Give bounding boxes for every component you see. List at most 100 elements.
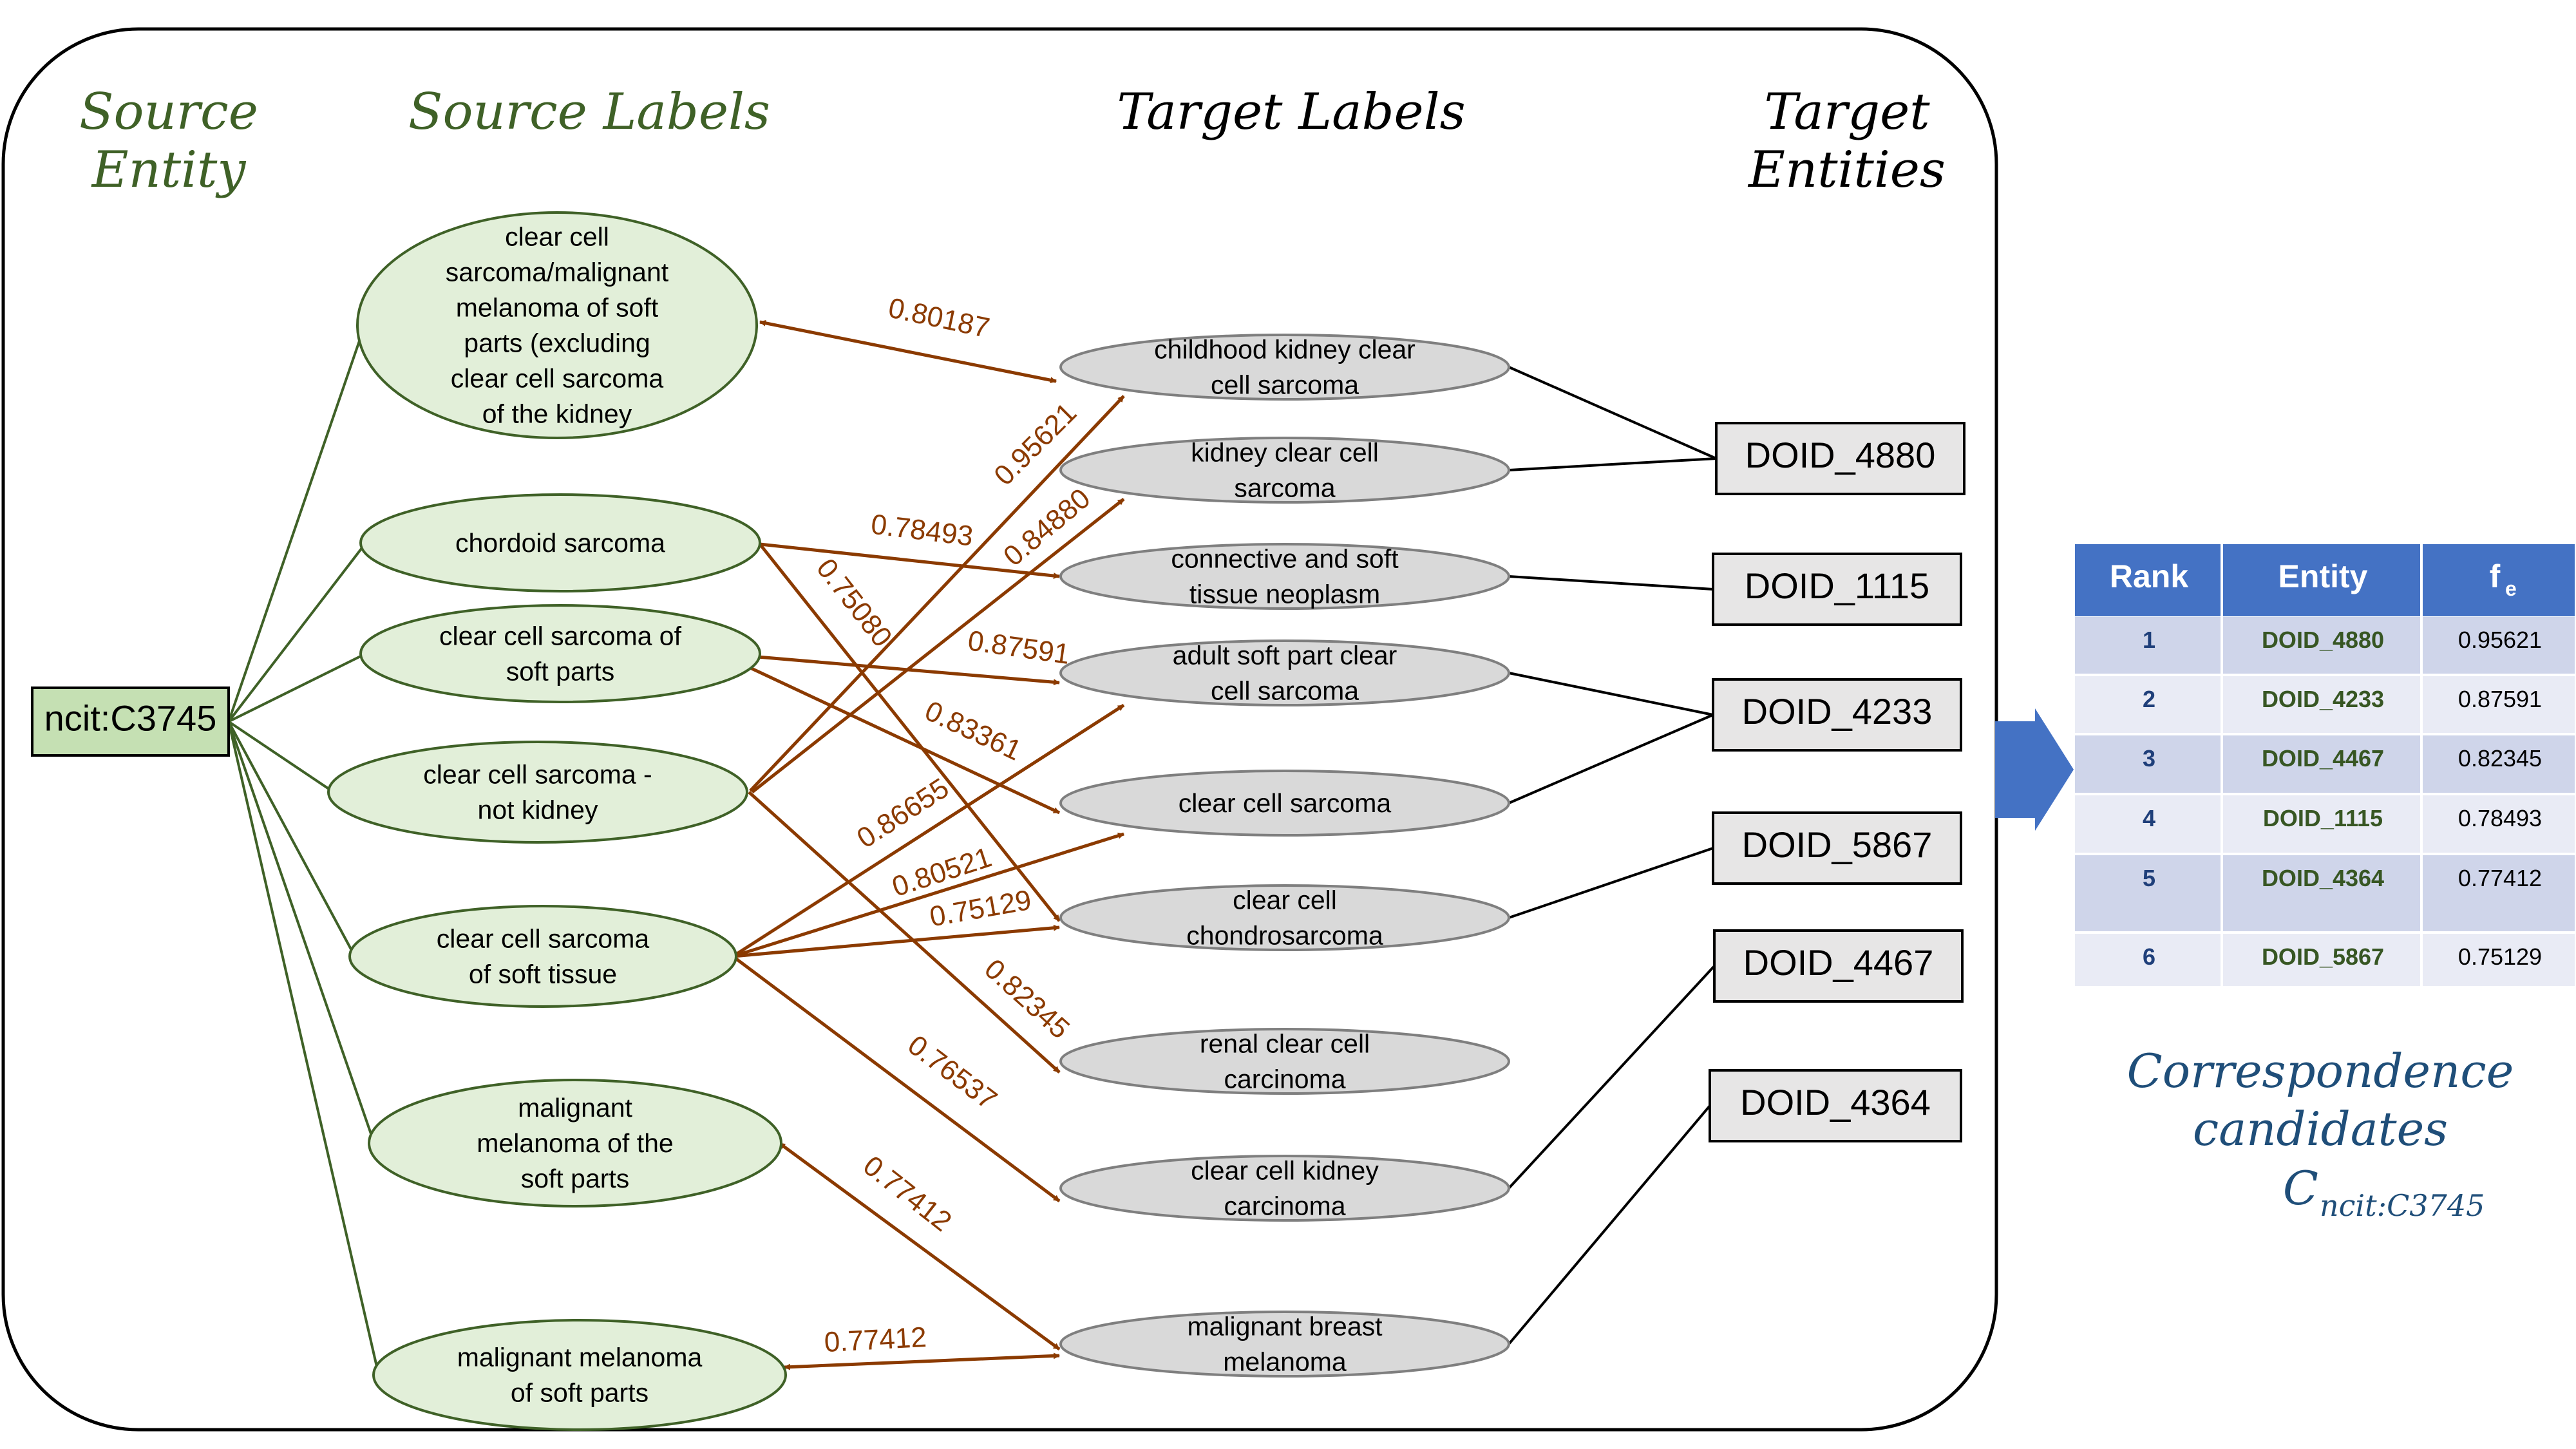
label-entity-line <box>1508 1104 1711 1345</box>
target-entity-label: DOID_1115 <box>1745 565 1929 606</box>
similarity-score: 0.86655 <box>851 772 954 855</box>
similarity-arrow <box>748 791 1061 1074</box>
target-label-node <box>1059 884 1510 951</box>
header-target-entities-1: Target <box>1764 83 1930 141</box>
header-source-labels: Source Labels <box>408 83 770 141</box>
target-label-text: chondrosarcoma <box>1186 921 1383 951</box>
target-label-text: clear cell <box>1233 886 1337 915</box>
table-cell <box>2075 855 2221 931</box>
table-cell <box>2423 735 2575 793</box>
target-label-text: melanoma <box>1223 1347 1347 1377</box>
target-label-text: renal clear cell <box>1200 1029 1370 1059</box>
similarity-arrow <box>751 498 1125 793</box>
target-label-text: carcinoma <box>1224 1191 1345 1221</box>
table-rank: 5 <box>2143 865 2155 891</box>
table-cell <box>2223 855 2420 931</box>
table-header-entity: Entity <box>2278 558 2368 594</box>
target-entity-label: DOID_4467 <box>1743 942 1934 983</box>
target-label-node <box>1059 639 1510 706</box>
source-label-text: sarcoma/malignant <box>446 258 669 287</box>
source-label-text: melanoma of the <box>477 1128 673 1158</box>
source-label-node <box>372 1319 787 1431</box>
target-entity-box <box>1713 929 1964 1003</box>
table-entity: DOID_1115 <box>2263 805 2383 831</box>
candidates-title-line1: Correspondence <box>2127 1044 2514 1098</box>
similarity-arrow <box>719 652 1060 686</box>
similarity-arrow <box>719 652 1061 815</box>
source-entity-label: ncit:C3745 <box>44 698 217 739</box>
header-source-entity-1: Source <box>79 83 258 141</box>
table-score: 0.77412 <box>2458 865 2542 891</box>
target-label-text: clear cell kidney <box>1191 1156 1379 1186</box>
target-entity-label: DOID_4364 <box>1740 1082 1931 1122</box>
table-header-cell <box>2423 544 2575 616</box>
target-entity-label: DOID_5867 <box>1742 824 1933 865</box>
nodes: ncit:C3745 clear cell sarcoma/malignant mel… <box>31 211 1965 1431</box>
target-label-text: sarcoma <box>1234 473 1335 503</box>
target-label-node <box>1059 1028 1510 1095</box>
target-entity-label: DOID_4880 <box>1745 435 1936 475</box>
table-score: 0.87591 <box>2458 686 2542 712</box>
target-label-node <box>1059 1311 1510 1378</box>
similarity-score: 0.87591 <box>966 625 1072 670</box>
source-label-text: of the kidney <box>482 399 632 429</box>
table-score: 0.78493 <box>2458 805 2542 831</box>
source-label-text: parts (excluding <box>464 328 650 358</box>
table-cell <box>2075 795 2221 853</box>
source-label-text: clear cell sarcoma <box>451 364 664 393</box>
table-header-cell <box>2075 544 2221 616</box>
table-rank: 4 <box>2143 805 2155 831</box>
source-label-node <box>359 493 761 592</box>
source-label-text: melanoma of soft <box>456 293 659 323</box>
header-source-entity-2: Entity <box>91 141 247 199</box>
target-label-text: tissue neoplasm <box>1189 580 1380 609</box>
table-cell <box>2075 617 2221 674</box>
target-label-text: malignant breast <box>1187 1312 1383 1341</box>
table-header-score: f <box>2490 558 2501 594</box>
target-entity-box <box>1715 422 1965 495</box>
table-score: 0.95621 <box>2458 627 2542 653</box>
entity-link-line <box>227 331 364 723</box>
source-label-text: soft parts <box>506 657 615 687</box>
target-label-text: cell sarcoma <box>1211 676 1359 706</box>
table-score: 0.75129 <box>2458 943 2542 970</box>
table-entity: DOID_4880 <box>2262 627 2384 653</box>
source-label-text: of soft parts <box>511 1378 649 1408</box>
table-cell <box>2223 934 2420 986</box>
entity-link-line <box>227 720 335 793</box>
table-header-score-subscript: e <box>2505 577 2517 600</box>
target-label-node <box>1059 437 1510 504</box>
target-label-node <box>1059 770 1510 837</box>
similarity-arrow <box>749 395 1125 792</box>
target-entity-box <box>1712 811 1962 885</box>
similarity-arrow <box>784 1352 1060 1370</box>
table-rank: 1 <box>2143 627 2155 653</box>
table-cell <box>2223 795 2420 853</box>
similarity-arrow <box>759 543 1061 922</box>
target-label-text: carcinoma <box>1224 1065 1345 1094</box>
source-label-node <box>356 211 758 439</box>
table-rank: 6 <box>2143 943 2155 970</box>
candidates-subscript: ncit:C3745 <box>2320 1188 2485 1223</box>
label-entity-line <box>1508 714 1714 804</box>
candidates-title-line2: candidates <box>2193 1102 2448 1156</box>
target-label-text: connective and soft <box>1171 544 1399 574</box>
table-cell <box>2075 735 2221 793</box>
table-cell <box>2075 676 2221 733</box>
source-label-text: clear cell sarcoma of <box>439 621 682 651</box>
source-entity-box <box>31 687 230 757</box>
similarity-score: 0.77412 <box>824 1321 927 1358</box>
header-target-labels: Target Labels <box>1117 83 1465 141</box>
entity-link-line <box>227 721 375 1144</box>
similarity-arrow <box>759 319 1057 384</box>
table-cell <box>2223 617 2420 674</box>
target-label-text: kidney clear cell <box>1191 438 1379 468</box>
label-entity-line <box>1508 366 1717 460</box>
table-cell <box>2423 795 2575 853</box>
target-entity-box <box>1709 1069 1962 1142</box>
target-entity-box <box>1712 678 1962 752</box>
source-label-text: of soft tissue <box>469 960 617 989</box>
similarity-score: 0.75080 <box>810 553 898 653</box>
